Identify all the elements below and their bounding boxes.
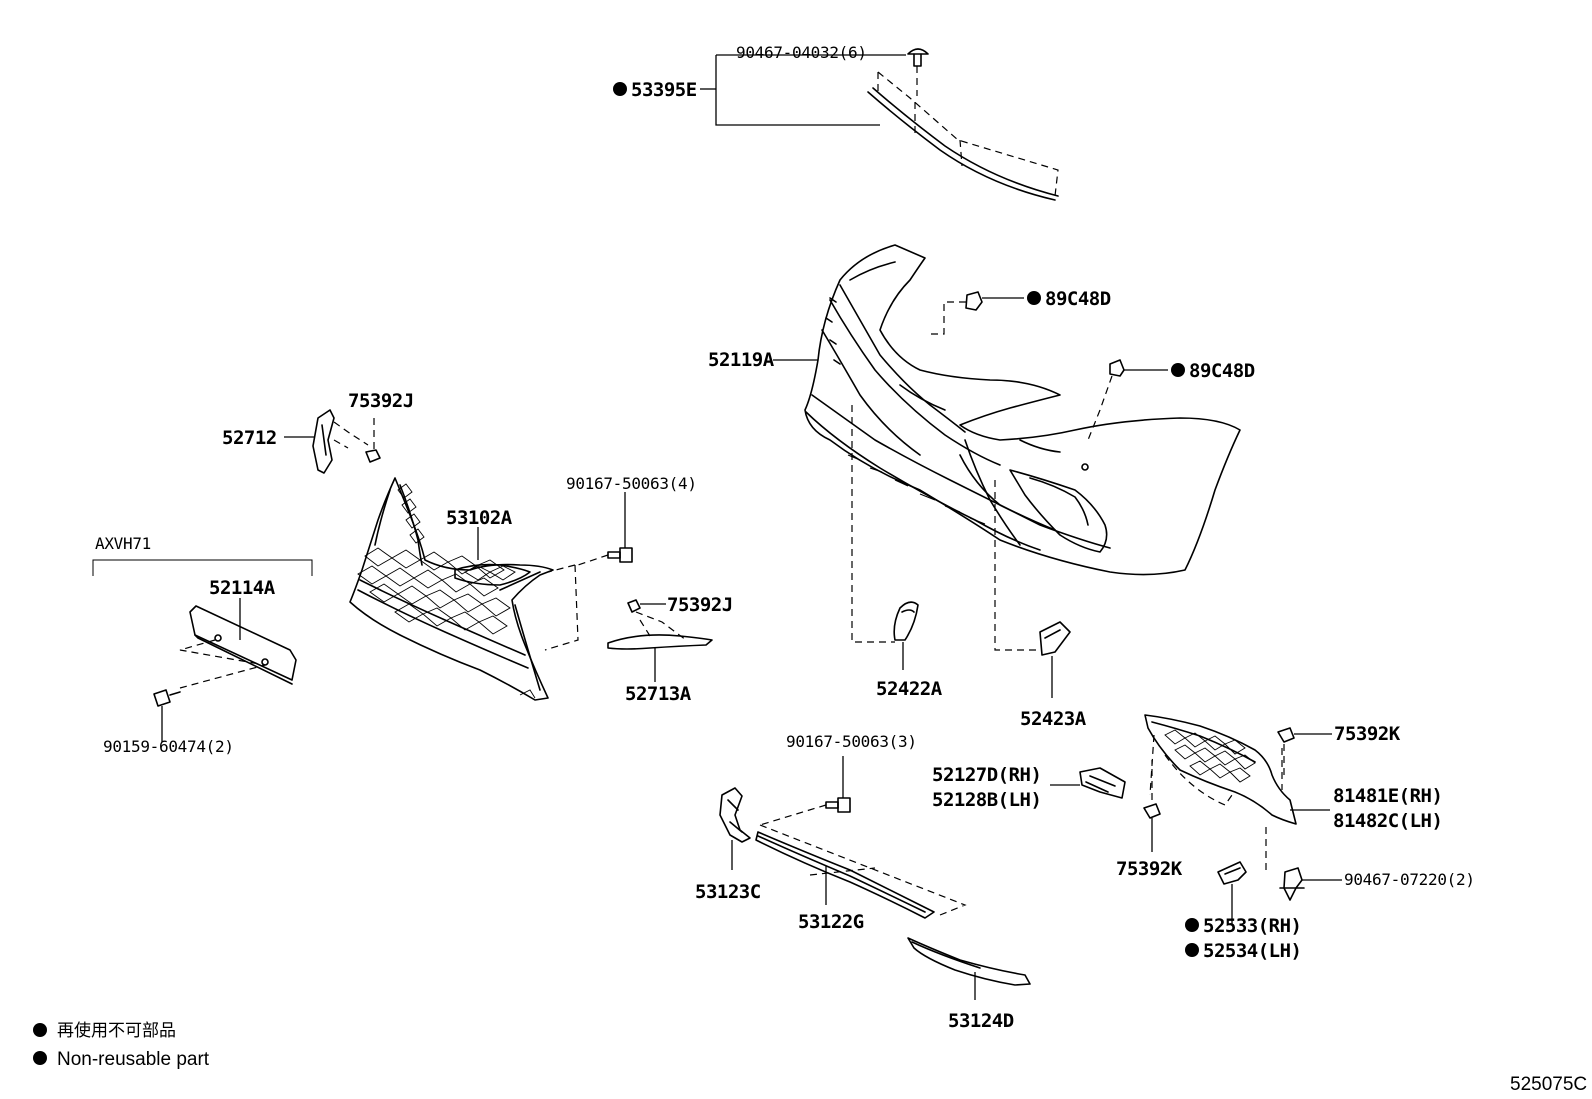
axvh71-bracket <box>92 559 313 576</box>
non-reusable-dot <box>1027 291 1041 305</box>
label-52713A: 52713A <box>625 683 692 705</box>
label-75392J-upper: 75392J <box>348 390 414 412</box>
clip-90467-04032 <box>907 48 929 96</box>
label-52422A: 52422A <box>876 678 943 700</box>
leader-53395E <box>715 55 880 126</box>
label-89C48D-lower: 89C48D <box>1189 360 1255 382</box>
legend: 再使用不可部品 Non-reusable part <box>33 1020 210 1070</box>
legend-english: Non-reusable part <box>57 1049 210 1070</box>
label-53123C: 53123C <box>695 881 761 903</box>
screw-90159-60474 <box>153 689 181 707</box>
label-53102A: 53102A <box>446 507 513 529</box>
part-52119A-bumper-cover <box>804 244 1241 576</box>
label-90159-60474: 90159-60474(2) <box>103 737 234 756</box>
label-52423A: 52423A <box>1020 708 1087 730</box>
part-53395E-seal-strip <box>867 71 1059 201</box>
part-52712-bracket <box>312 409 369 474</box>
part-52127D-bracket <box>1079 767 1126 799</box>
label-90467-04032: 90467-04032(6) <box>736 43 867 62</box>
label-axvh71: AXVH71 <box>95 534 151 553</box>
label-81481E: 81481E(RH) <box>1333 785 1442 807</box>
label-75392K-lower: 75392K <box>1116 858 1183 880</box>
part-52713A-trim <box>607 634 713 650</box>
diagram-code: 525075C <box>1510 1074 1587 1095</box>
bolt-90167-50063-3 <box>759 797 851 826</box>
label-53122G: 53122G <box>798 911 864 933</box>
clip-90467-07220 <box>1265 822 1305 901</box>
non-reusable-dot <box>1185 943 1199 957</box>
label-90167-50063-4: 90167-50063(4) <box>566 474 697 493</box>
label-90467-07220: 90467-07220(2) <box>1344 870 1475 889</box>
clip-89C48D-lower <box>1087 359 1125 441</box>
label-53395E: 53395E <box>631 79 697 101</box>
clip-75392J-lower <box>627 599 687 641</box>
label-53124D: 53124D <box>948 1010 1014 1032</box>
label-89C48D-upper: 89C48D <box>1045 288 1111 310</box>
non-reusable-dot <box>613 82 627 96</box>
part-81481E-fog-bezel <box>1144 714 1297 825</box>
label-75392K-upper: 75392K <box>1334 723 1401 745</box>
label-52114A: 52114A <box>209 577 276 599</box>
legend-dot <box>33 1023 47 1037</box>
label-90167-50063-3: 90167-50063(3) <box>786 732 917 751</box>
non-reusable-dot <box>1171 363 1185 377</box>
label-52712: 52712 <box>222 427 277 449</box>
label-52128B: 52128B(LH) <box>932 789 1041 811</box>
part-52423A-bracket <box>994 480 1071 656</box>
legend-japanese: 再使用不可部品 <box>57 1020 176 1041</box>
bolt-90167-50063-4 <box>577 547 633 566</box>
label-52533: 52533(RH) <box>1203 915 1301 937</box>
part-53102A-grille <box>349 477 579 701</box>
part-52422A-bracket <box>851 405 919 643</box>
part-52533-bracket <box>1217 861 1247 885</box>
part-52114A-plate-bracket <box>179 605 297 689</box>
non-reusable-dot <box>1185 918 1199 932</box>
legend-dot <box>33 1051 47 1065</box>
label-75392J-lower: 75392J <box>667 594 733 616</box>
clip-89C48D-upper <box>930 291 983 335</box>
clip-75392K-lower <box>1143 760 1161 819</box>
clip-75392J-upper <box>365 418 381 463</box>
label-52119A: 52119A <box>708 349 775 371</box>
label-52127D: 52127D(RH) <box>932 764 1041 786</box>
label-52534: 52534(LH) <box>1203 940 1301 962</box>
part-53122G-strip <box>755 824 967 919</box>
clip-75392K-upper <box>1277 727 1295 775</box>
part-53123C-bracket <box>719 787 751 843</box>
part-53124D-trim <box>907 937 1031 986</box>
label-81482C: 81482C(LH) <box>1333 810 1442 832</box>
